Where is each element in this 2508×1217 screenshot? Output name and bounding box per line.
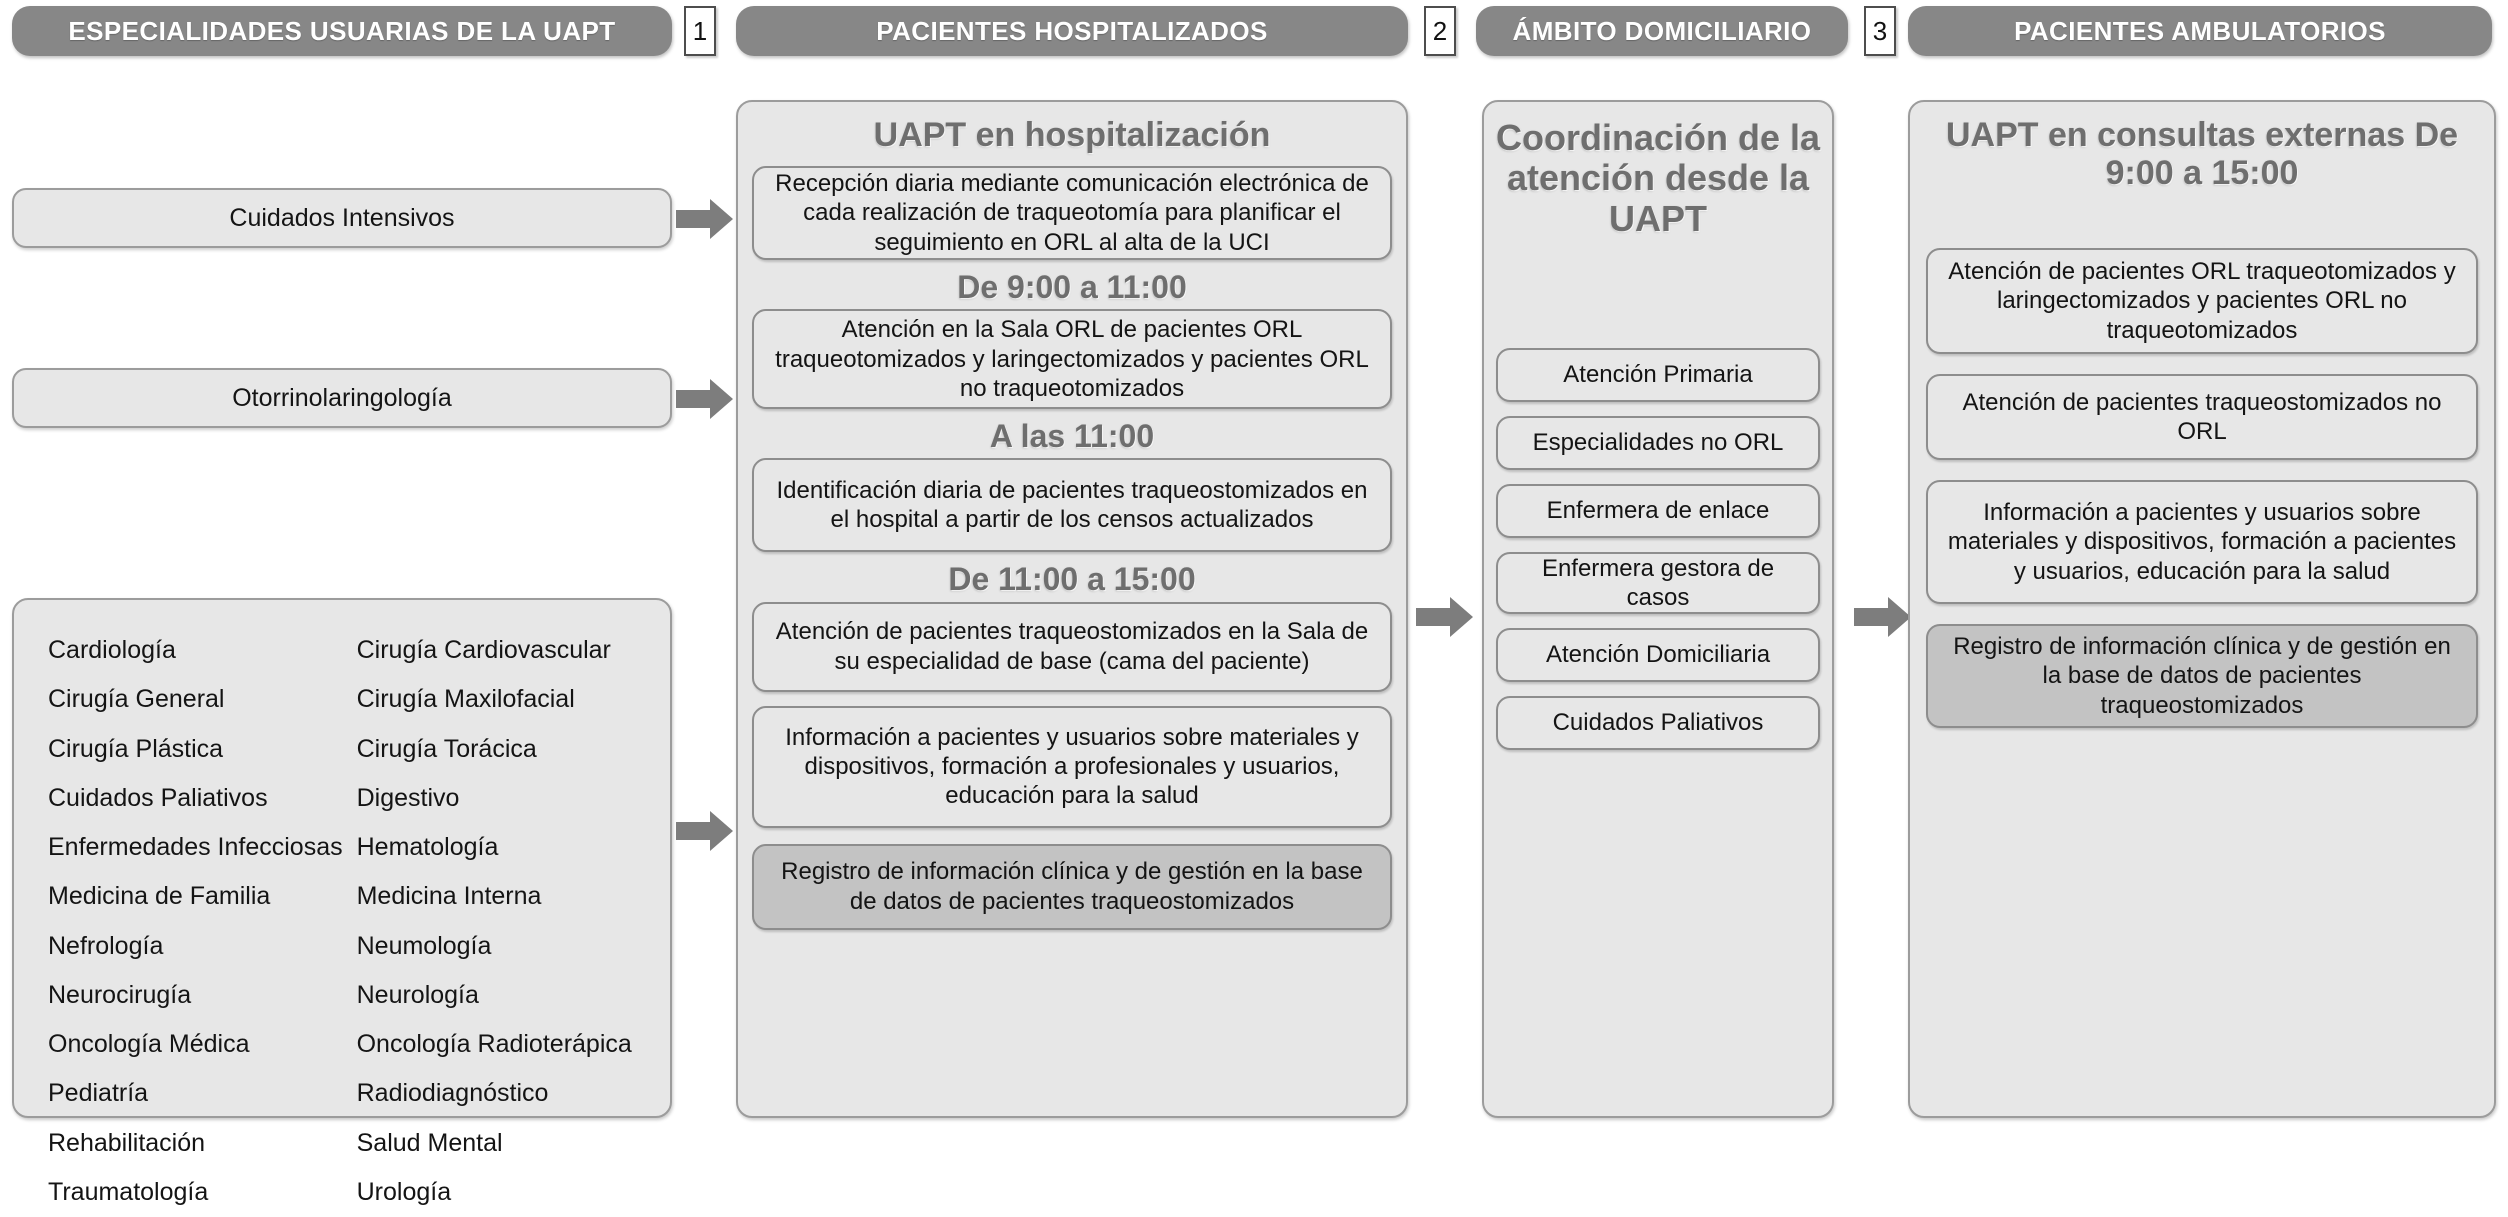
specialty-list-item: Digestivo: [356, 783, 460, 812]
specialty-list-item: Cuidados Paliativos: [48, 783, 268, 812]
specialty-list-item: Neumología: [356, 931, 492, 960]
arrow-right-icon-list: [676, 811, 733, 851]
ambulatory-panel-title: UAPT en consultas externas De 9:00 a 15:…: [1945, 116, 2459, 193]
specialty-list-item: Cirugía Maxilofacial: [356, 685, 575, 714]
specialty-list-item: Medicina de Familia: [48, 882, 271, 911]
specialty-list-item: Oncología Médica: [48, 1030, 250, 1058]
arrow-right-icon-hosp-to-home: [1416, 597, 1473, 637]
time-heading: De 9:00 a 11:00: [957, 269, 1187, 305]
column-header-hospitalized: PACIENTES HOSPITALIZADOS: [736, 6, 1408, 56]
column-header-ambulatory: PACIENTES AMBULATORIOS: [1908, 6, 2492, 56]
specialty-list-item: Cirugía Torácica: [356, 734, 537, 763]
home-panel-title: Coordinación de la atención desde la UAP…: [1495, 117, 1821, 239]
specialty-list-item: Neurocirugía: [48, 980, 192, 1009]
specialty-list-item: Cirugía Plástica: [48, 734, 224, 763]
column-header-home: ÁMBITO DOMICILIARIO: [1476, 6, 1848, 56]
time-heading: De 11:00 a 15:00: [948, 561, 1196, 598]
arrow-right-icon-orl: [676, 379, 733, 419]
diagram-canvas: ESPECIALIDADES USUARIAS DE LA UAPT 1 PAC…: [12, 6, 2496, 1206]
home-coordination-item[interactable]: Atención Domiciliaria: [1496, 628, 1820, 682]
specialty-list-item: Cardiología: [48, 636, 176, 664]
arrow-right-icon-home-to-amb: [1854, 597, 1911, 637]
hospitalized-panel-title: UAPT en hospitalización: [873, 116, 1271, 154]
registry-card[interactable]: Registro de información clínica y de ges…: [1926, 624, 2478, 728]
step-marker-2: 2: [1424, 6, 1456, 56]
registry-card[interactable]: Registro de información clínica y de ges…: [752, 843, 1392, 930]
activity-card[interactable]: Atención en la Sala ORL de pacientes ORL…: [752, 309, 1392, 410]
home-coordination-item[interactable]: Enfermera de enlace: [1496, 484, 1820, 538]
specialty-list-item: Medicina Interna: [356, 882, 542, 911]
specialty-list-item: Salud Mental: [356, 1128, 503, 1157]
specialty-list-item: Hematología: [356, 833, 499, 861]
home-coordination-item[interactable]: Enfermera gestora de casos: [1496, 552, 1820, 614]
specialty-box-otorhinolaryngology[interactable]: Otorrinolaringología: [12, 368, 672, 428]
activity-card[interactable]: Información a pacientes y usuarios sobre…: [1926, 480, 2478, 604]
specialty-list-item: Pediatría: [48, 1079, 149, 1108]
specialty-list-item: Neurología: [356, 980, 479, 1009]
step-marker-1: 1: [684, 6, 716, 56]
specialty-box-intensive-care[interactable]: Cuidados Intensivos: [12, 188, 672, 248]
step-marker-3: 3: [1864, 6, 1896, 56]
activity-card[interactable]: Atención de pacientes traqueostomizados …: [752, 601, 1392, 692]
hospitalized-blocks: Recepción diaria mediante comunicación e…: [752, 166, 1392, 1106]
column-header-specialties: ESPECIALIDADES USUARIAS DE LA UAPT: [12, 6, 672, 56]
specialty-list-item: Urología: [356, 1177, 452, 1206]
specialty-list-item: Rehabilitación: [48, 1128, 206, 1157]
specialty-list-item: Enfermedades Infecciosas: [48, 833, 343, 861]
activity-card[interactable]: Atención de pacientes ORL traqueotomizad…: [1926, 248, 2478, 354]
specialty-list-item: Nefrología: [48, 931, 164, 960]
specialty-list-item: Cirugía Cardiovascular: [356, 636, 611, 664]
time-heading: A las 11:00: [989, 418, 1155, 455]
arrow-right-icon-icu: [676, 199, 733, 239]
specialty-list-item: Traumatología: [48, 1177, 209, 1206]
specialty-list-item: Cirugía General: [48, 685, 225, 714]
activity-card[interactable]: Información a pacientes y usuarios sobre…: [752, 705, 1392, 828]
ambulatory-blocks: Atención de pacientes ORL traqueotomizad…: [1926, 248, 2478, 748]
home-coordination-item[interactable]: Especialidades no ORL: [1496, 416, 1820, 470]
home-coordination-item[interactable]: Atención Primaria: [1496, 348, 1820, 402]
home-coordination-item[interactable]: Cuidados Paliativos: [1496, 696, 1820, 750]
activity-card[interactable]: Atención de pacientes traqueostomizados …: [1926, 374, 2478, 460]
activity-card[interactable]: Recepción diaria mediante comunicación e…: [752, 166, 1392, 260]
activity-card[interactable]: Identificación diaria de pacientes traqu…: [752, 458, 1392, 553]
specialty-list-item: Radiodiagnóstico: [356, 1079, 549, 1108]
specialty-list-item: Oncología Radioterápica: [356, 1030, 632, 1058]
